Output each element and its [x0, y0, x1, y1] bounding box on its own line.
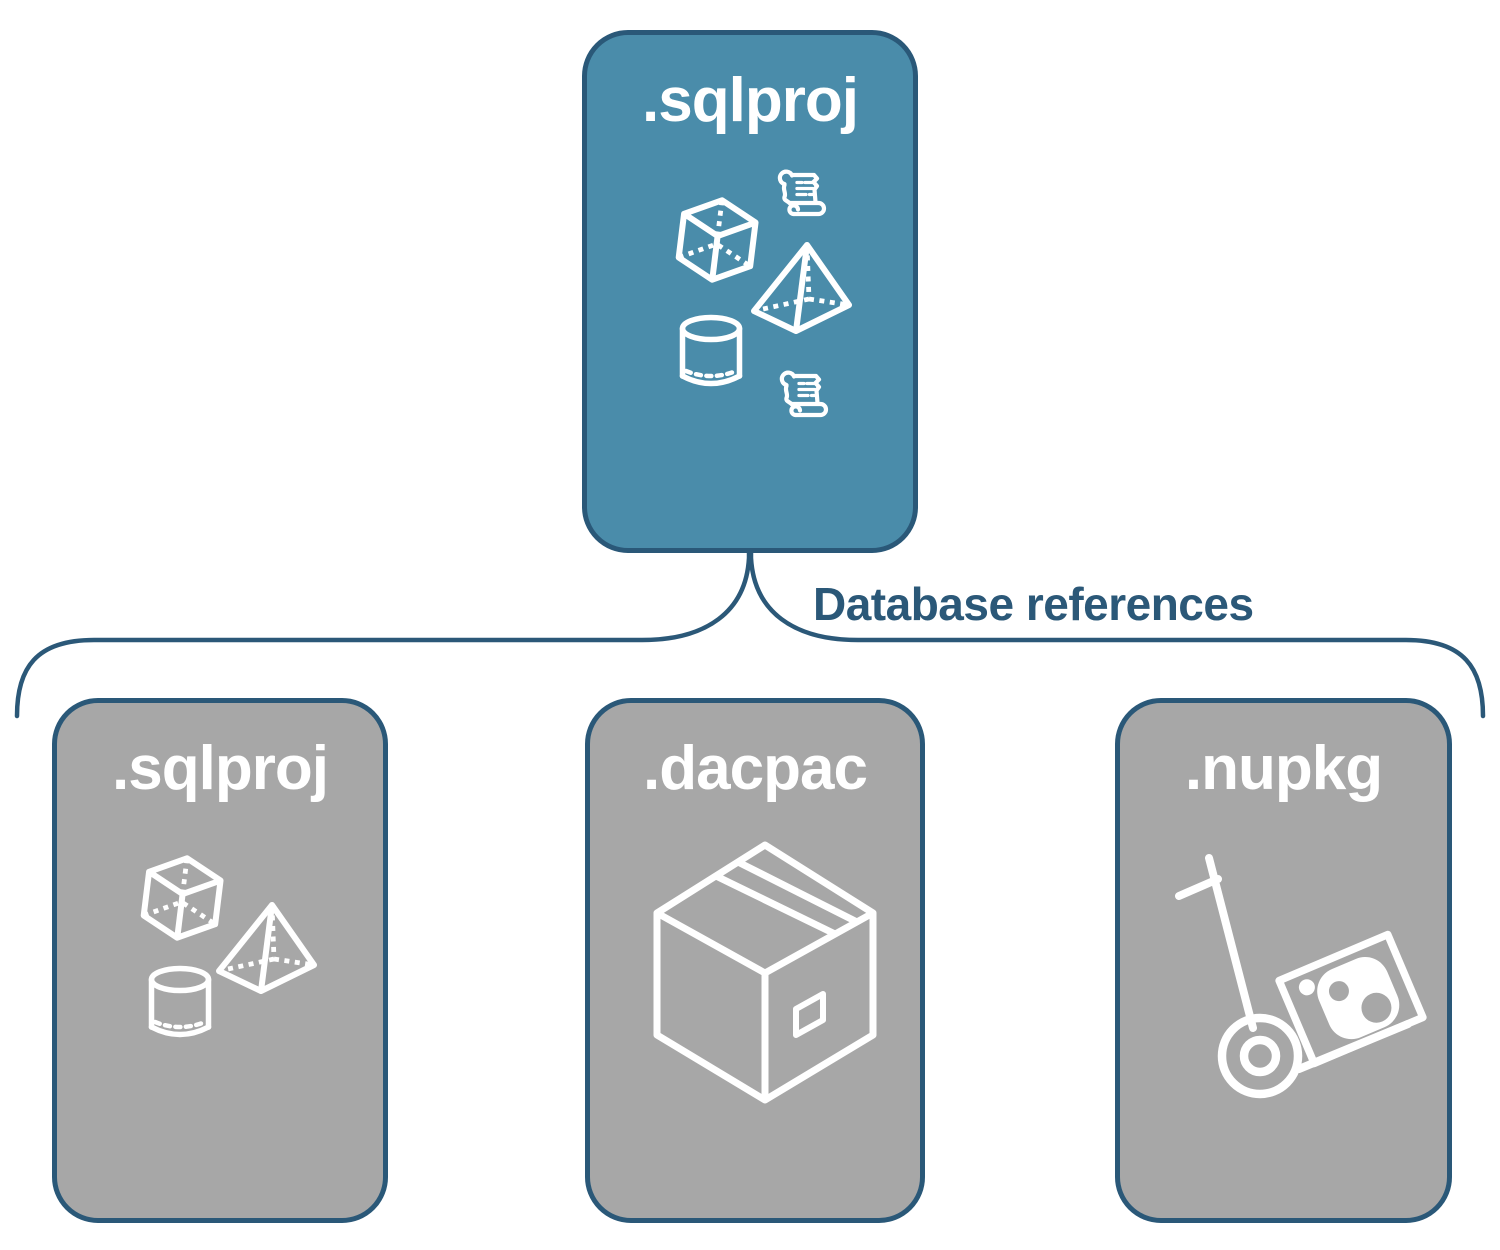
connector-label: Database references [813, 578, 1254, 630]
child-box-dacpac: .dacpac [585, 698, 925, 1223]
scroll-icon [779, 370, 829, 418]
child-box-sqlproj: .sqlproj [52, 698, 388, 1223]
hand-truck-nuget-package-icon [1175, 854, 1427, 1099]
pyramid-icon [216, 902, 317, 994]
cylinder-icon [679, 314, 743, 387]
child-box-label: .nupkg [1184, 734, 1383, 803]
cylinder-icon [148, 965, 212, 1038]
child-box-label: .dacpac [643, 734, 868, 803]
scroll-icon [777, 169, 827, 217]
cube-icon [140, 855, 224, 941]
root-box-label: .sqlproj [642, 66, 859, 135]
package-box-icon [653, 841, 877, 1104]
pyramid-icon [751, 242, 852, 334]
child-box-nupkg: .nupkg [1115, 698, 1452, 1223]
child-box-label: .sqlproj [112, 734, 329, 803]
root-box-sqlproj: .sqlproj [582, 30, 918, 553]
cube-icon [675, 197, 759, 283]
